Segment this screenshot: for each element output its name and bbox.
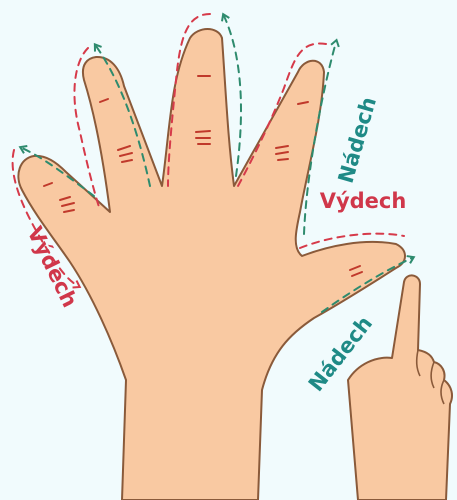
exhale-label-right: Výdech bbox=[320, 189, 407, 213]
pointing-finger bbox=[348, 275, 452, 500]
inhale-label-top: Nádech bbox=[334, 94, 381, 186]
hand-shape bbox=[18, 29, 405, 500]
